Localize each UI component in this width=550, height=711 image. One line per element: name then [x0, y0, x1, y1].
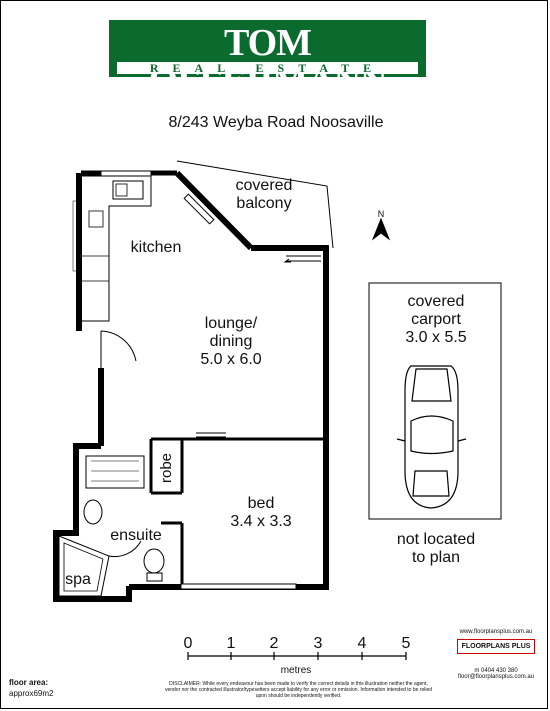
balcony-outline	[176, 160, 334, 249]
scale-tick	[187, 652, 407, 660]
kitchen-divider	[82, 255, 109, 282]
scale-tick-label: 0	[183, 635, 193, 652]
carport-dimensions: 3.0 x 5.5	[405, 329, 467, 346]
lounge-dimensions: 5.0 x 6.0	[200, 351, 262, 368]
outer-wall	[174, 170, 254, 251]
floorplans-brand: FLOORPLANS PLUS	[457, 639, 535, 654]
bed-dimensions: 3.4 x 3.3	[230, 513, 292, 530]
shower	[85, 455, 145, 489]
not-located-line-2: to plan	[411, 549, 461, 566]
kitchen-counter	[81, 175, 152, 322]
scale-tick-label: 4	[357, 635, 367, 652]
window	[183, 193, 215, 225]
scale-unit: metres	[280, 665, 312, 676]
sliding-door	[286, 255, 321, 262]
toilet-cistern	[146, 572, 163, 582]
room-label-carport: covered carport 3.0 x 5.5	[386, 293, 486, 347]
carport-line-1: covered	[407, 293, 465, 310]
floor-area-label: floor area:	[9, 678, 49, 687]
not-located-line-1: not located	[396, 531, 476, 548]
room-label-balcony: covered balcony	[229, 177, 299, 213]
not-located-note: not located to plan	[376, 531, 496, 567]
lounge-line-2: dining	[209, 333, 253, 350]
floorplans-plus-box: www.floorplansplus.com.au FLOORPLANS PLU…	[453, 629, 539, 695]
bed-door	[196, 432, 226, 438]
vanity-basin	[83, 499, 103, 525]
north-arrow	[371, 217, 391, 241]
spa-inner	[63, 542, 104, 592]
floorplans-email[interactable]: floor@floorplansplus.com.au	[457, 674, 535, 680]
logo-subtitle: REAL ESTATE	[149, 61, 386, 75]
balcony-line-1: covered	[235, 177, 293, 194]
ensuite-door	[108, 540, 142, 558]
floorplans-phone: m 0404 430 380	[474, 668, 518, 674]
logo-subtitle-bar: REAL ESTATE	[117, 61, 418, 75]
floor-area-value: approx69m2	[9, 689, 54, 698]
cooktop	[88, 210, 104, 228]
shower-pattern	[91, 460, 139, 482]
window	[100, 170, 152, 177]
room-label-kitchen: kitchen	[130, 239, 182, 256]
disclaimer-text: DISCLAIMER: While every endeavour has be…	[164, 681, 433, 699]
entry-door	[100, 330, 137, 368]
room-label-bed: bed 3.4 x 3.3	[216, 495, 306, 531]
toilet	[143, 548, 165, 574]
scale-tick-label: 1	[226, 635, 236, 652]
carport-outline	[368, 282, 502, 520]
spa-tub	[58, 535, 110, 597]
carport-line-2: carport	[411, 311, 461, 328]
lounge-line-1: lounge/	[204, 315, 258, 332]
balcony-line-2: balcony	[236, 195, 292, 212]
room-label-lounge: lounge/ dining 5.0 x 6.0	[181, 315, 281, 369]
kitchen-sink-bowl	[115, 183, 128, 197]
scale-tick-label: 3	[313, 635, 323, 652]
floorplans-url[interactable]: www.floorplansplus.com.au	[459, 629, 533, 635]
compass-label: N	[377, 209, 385, 219]
room-label-spa: spa	[65, 571, 91, 588]
car-icon	[396, 365, 467, 509]
agency-logo: TOM OFFERMANN REAL ESTATE	[109, 20, 426, 100]
outer-wall	[53, 443, 132, 602]
kitchen-sink	[112, 180, 144, 200]
bed-line-1: bed	[247, 495, 275, 512]
room-label-robe: robe	[158, 452, 175, 484]
window	[72, 200, 79, 272]
window	[180, 583, 297, 590]
scale-tick-label: 5	[401, 635, 411, 652]
scale-tick-label: 2	[269, 635, 279, 652]
property-address: 8/243 Weyba Road Noosaville	[168, 114, 384, 131]
sliding-door-arrow	[283, 258, 291, 263]
room-label-ensuite: ensuite	[110, 527, 162, 544]
